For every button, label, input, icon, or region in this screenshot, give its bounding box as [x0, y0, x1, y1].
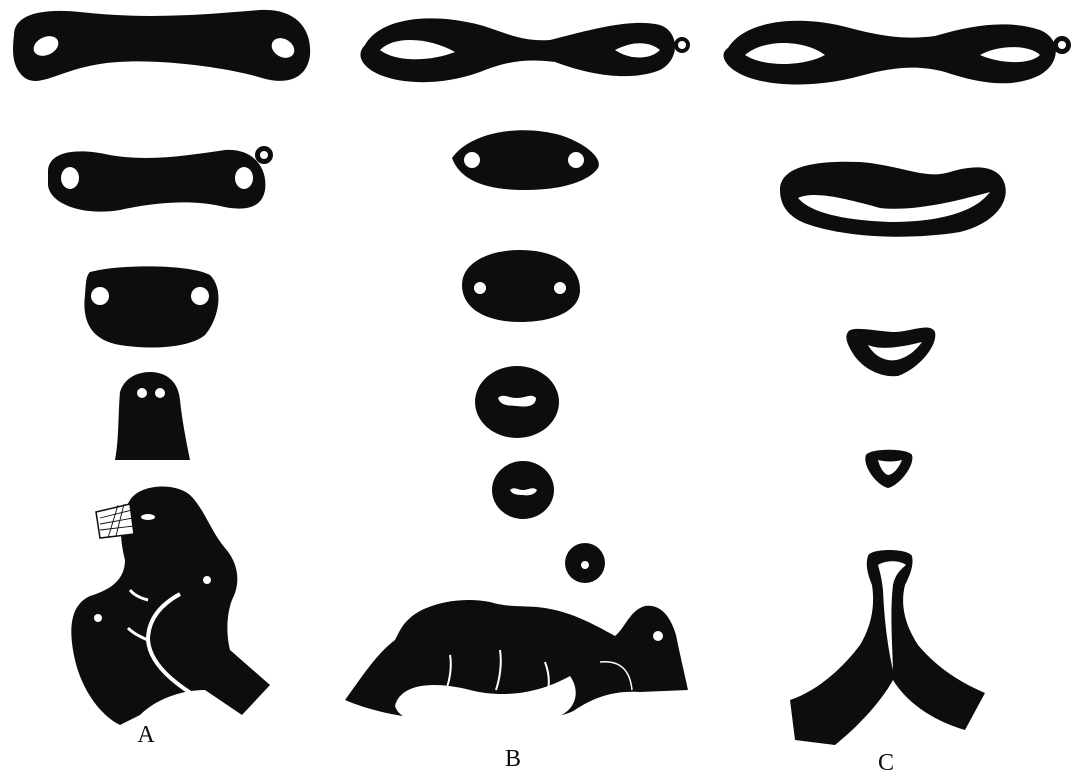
section-b-3	[462, 250, 580, 322]
section-c-5	[790, 550, 985, 745]
column-c-label: C	[878, 750, 894, 773]
section-a-2	[48, 146, 273, 212]
column-a-label: A	[137, 722, 155, 748]
section-a-5	[71, 486, 270, 725]
section-c-1	[724, 21, 1072, 85]
section-b-7	[345, 600, 688, 724]
section-a-4	[115, 372, 190, 460]
section-b-1	[360, 18, 690, 82]
section-b-6	[565, 543, 605, 583]
section-a-1	[13, 10, 310, 81]
section-c-3	[846, 328, 935, 377]
section-c-2	[780, 162, 1006, 237]
column-a: A	[13, 10, 310, 748]
column-b: B	[345, 18, 690, 772]
column-c: C	[724, 21, 1072, 773]
column-b-label: B	[505, 746, 521, 772]
section-b-4	[475, 366, 559, 438]
section-a-3	[84, 266, 218, 347]
section-b-2	[452, 130, 599, 190]
section-c-4	[865, 450, 912, 488]
section-b-5	[492, 461, 554, 519]
